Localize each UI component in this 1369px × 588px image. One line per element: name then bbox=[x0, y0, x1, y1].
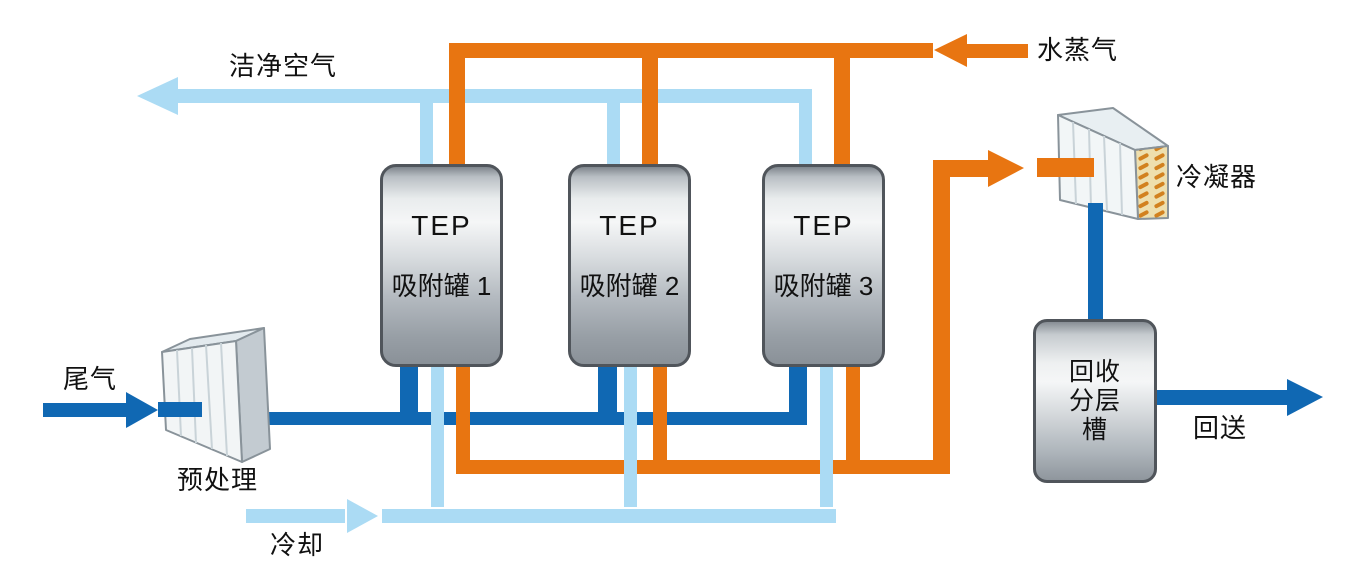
adsorber-tank-1: TEP 吸附罐 1 bbox=[380, 164, 503, 367]
cooling-label: 冷却 bbox=[270, 530, 325, 560]
return-arrow-head-icon bbox=[1287, 379, 1323, 416]
pretreatment-label: 预处理 bbox=[177, 465, 259, 495]
adsorber-tank-3: TEP 吸附罐 3 bbox=[762, 164, 885, 367]
return-label: 回送 bbox=[1193, 413, 1248, 443]
desorbate-riser-pipe bbox=[933, 168, 950, 474]
steam-system bbox=[449, 34, 1028, 164]
tail-gas-arrow-head-icon bbox=[126, 392, 158, 428]
condenser-inlet-stub-pipe bbox=[1037, 158, 1094, 177]
desorbate-branch-tank2 bbox=[653, 367, 667, 474]
condenser-coil-face bbox=[1134, 145, 1169, 220]
cooling-branch-tank2 bbox=[624, 367, 637, 507]
desorbate-riser-top-pipe bbox=[933, 160, 990, 177]
steam-manifold-pipe bbox=[449, 43, 933, 58]
recovery-tank-label-line2: 分层 bbox=[1068, 386, 1121, 415]
clean-air-system bbox=[137, 77, 812, 164]
feed-branch-tank1 bbox=[400, 367, 418, 425]
recovery-separation-tank: 回收 分层 槽 bbox=[1033, 319, 1157, 483]
desorbate-system bbox=[456, 150, 1024, 474]
tail-gas-inlet-pipe bbox=[43, 403, 127, 417]
clean-air-branch-tank2 bbox=[607, 96, 620, 164]
steam-branch-tank3 bbox=[834, 43, 850, 164]
return-line bbox=[1157, 379, 1323, 416]
feed-branch-tank3 bbox=[789, 367, 807, 425]
clean-air-branch-tank3 bbox=[799, 96, 812, 164]
cooling-arrow-head-icon bbox=[347, 499, 378, 533]
desorbate-branch-tank1 bbox=[456, 367, 470, 474]
cooling-branch-tank3 bbox=[820, 367, 833, 507]
feed-branch-tank2 bbox=[598, 367, 617, 425]
pretreatment-pleats bbox=[176, 342, 228, 457]
steam-label: 水蒸气 bbox=[1037, 35, 1119, 65]
feed-system bbox=[268, 367, 807, 425]
condenser-unit bbox=[1057, 107, 1169, 220]
tank-1-title: TEP bbox=[411, 210, 472, 241]
to-condenser-arrow-head-icon bbox=[988, 150, 1024, 187]
clean-air-label: 洁净空气 bbox=[229, 51, 338, 81]
tank-2-title: TEP bbox=[599, 210, 660, 241]
clean-air-header-pipe bbox=[175, 89, 812, 103]
cooling-main-pipe bbox=[382, 509, 836, 523]
condenser-label: 冷凝器 bbox=[1176, 162, 1258, 192]
return-pipe bbox=[1157, 390, 1287, 405]
cooling-inlet-pipe bbox=[246, 509, 345, 523]
recovery-tank-label-line3: 槽 bbox=[1081, 415, 1108, 444]
recovery-tank-label-line1: 回收 bbox=[1068, 357, 1121, 386]
steam-inlet-pipe bbox=[965, 44, 1028, 58]
clean-air-branch-tank1 bbox=[420, 96, 433, 164]
steam-branch-tank2 bbox=[642, 43, 658, 164]
desorbate-main-pipe bbox=[456, 460, 950, 474]
tail-gas-label: 尾气 bbox=[63, 364, 118, 394]
steam-branch-tank1 bbox=[449, 43, 465, 164]
adsorber-tank-2: TEP 吸附罐 2 bbox=[568, 164, 691, 367]
condensate-drop-pipe bbox=[1088, 203, 1103, 320]
desorbate-branch-tank3 bbox=[846, 367, 860, 474]
cooling-system bbox=[246, 367, 836, 533]
tank-3-subtitle: 吸附罐 3 bbox=[773, 271, 874, 301]
pretreatment-unit bbox=[161, 327, 271, 463]
steam-arrow-head-icon bbox=[934, 34, 967, 67]
tank-1-subtitle: 吸附罐 1 bbox=[391, 271, 492, 301]
tank-3-title: TEP bbox=[793, 210, 854, 241]
cooling-branch-tank1 bbox=[431, 367, 444, 507]
pretreatment-front-face bbox=[161, 340, 243, 463]
feed-pipe-through-pretreatment bbox=[158, 402, 202, 417]
tank-2-subtitle: 吸附罐 2 bbox=[579, 271, 680, 301]
feed-main-pipe bbox=[268, 412, 807, 425]
clean-air-arrow-head-icon bbox=[137, 77, 178, 115]
